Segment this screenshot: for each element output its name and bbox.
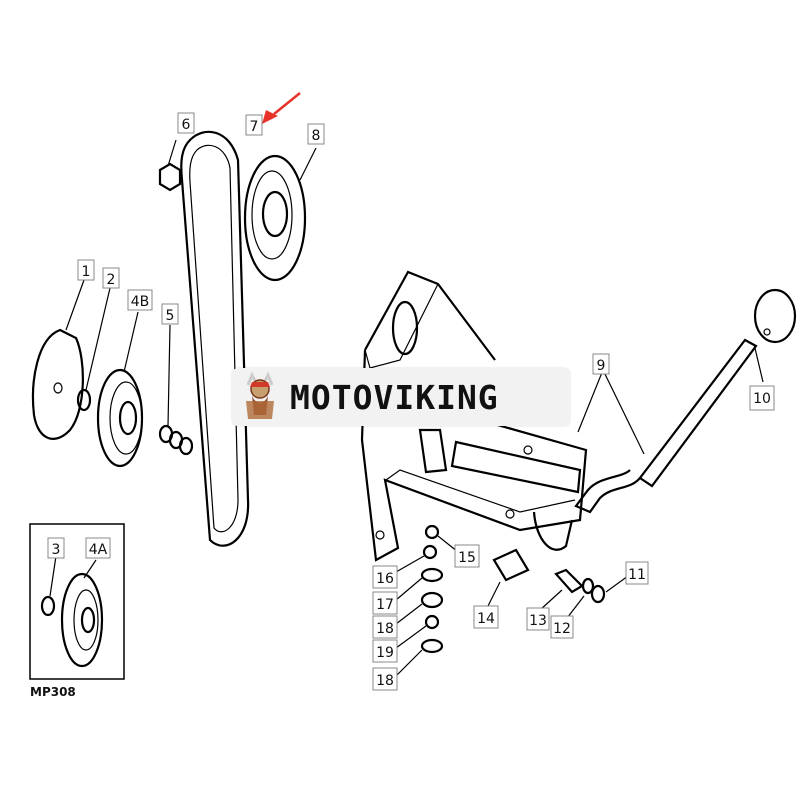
svg-text:16: 16: [376, 571, 394, 587]
shift-lever-9: [450, 338, 758, 514]
svg-text:9: 9: [597, 358, 606, 374]
nut-6: [158, 139, 182, 192]
svg-text:14: 14: [477, 611, 495, 627]
callout-labels: 1 2 4B 5 6 7 8 9 10 11 12 13 14 15 16 17…: [47, 112, 775, 691]
callout-18-lower: 18: [372, 667, 398, 691]
callout-9: 9: [592, 353, 610, 375]
pulley-4b: [96, 311, 144, 468]
diagram-code: MP308: [30, 685, 76, 699]
viking-logo-icon: [246, 371, 274, 419]
callout-18-upper: 18: [372, 615, 398, 639]
callout-10: 10: [749, 385, 775, 411]
cover-plate-1: [31, 279, 85, 440]
idler-pulley-8: [243, 147, 317, 282]
callout-2: 2: [102, 267, 120, 289]
callout-15: 15: [454, 544, 480, 568]
svg-text:3: 3: [52, 542, 61, 558]
callout-16: 16: [372, 565, 398, 589]
callout-3: 3: [47, 537, 65, 559]
callout-17: 17: [372, 591, 398, 615]
svg-text:6: 6: [182, 117, 191, 133]
svg-text:17: 17: [376, 597, 394, 613]
callout-12: 12: [550, 615, 574, 639]
callout-1: 1: [77, 259, 95, 281]
hardware-stack: [395, 524, 459, 677]
watermark: MOTOVIKING: [232, 368, 570, 426]
svg-text:15: 15: [458, 550, 476, 566]
nut-stack-5: [158, 324, 194, 456]
svg-text:18: 18: [376, 621, 394, 637]
callout-4a: 4A: [85, 537, 111, 559]
callout-5: 5: [161, 303, 179, 325]
bolt-and-nuts: [539, 568, 629, 623]
lever-knob-10: [753, 288, 797, 383]
inset-detail: [29, 523, 125, 680]
svg-text:12: 12: [553, 621, 571, 637]
svg-text:7: 7: [250, 119, 259, 135]
callout-14: 14: [473, 605, 499, 629]
svg-text:18: 18: [376, 673, 394, 689]
svg-text:4A: 4A: [89, 542, 108, 558]
svg-text:2: 2: [107, 272, 116, 288]
mounting-bracket: [360, 270, 588, 562]
square-plate-14: [485, 548, 530, 611]
svg-text:4B: 4B: [131, 294, 150, 310]
callout-4b: 4B: [127, 289, 153, 311]
svg-text:11: 11: [628, 567, 646, 583]
drive-belt: [180, 130, 250, 547]
svg-text:8: 8: [312, 128, 321, 144]
callout-7: 7: [245, 114, 263, 136]
svg-text:13: 13: [529, 613, 547, 629]
callout-6: 6: [177, 112, 195, 134]
callout-8: 8: [307, 123, 325, 145]
svg-text:10: 10: [753, 391, 771, 407]
callout-13: 13: [526, 607, 550, 631]
svg-text:19: 19: [376, 645, 394, 661]
callout-19: 19: [372, 639, 398, 663]
svg-text:1: 1: [82, 264, 91, 280]
washer-2: [76, 287, 111, 412]
svg-text:5: 5: [166, 308, 175, 324]
callout-11: 11: [625, 561, 649, 585]
highlight-arrow: [262, 92, 301, 124]
watermark-text: MOTOVIKING: [290, 377, 499, 417]
